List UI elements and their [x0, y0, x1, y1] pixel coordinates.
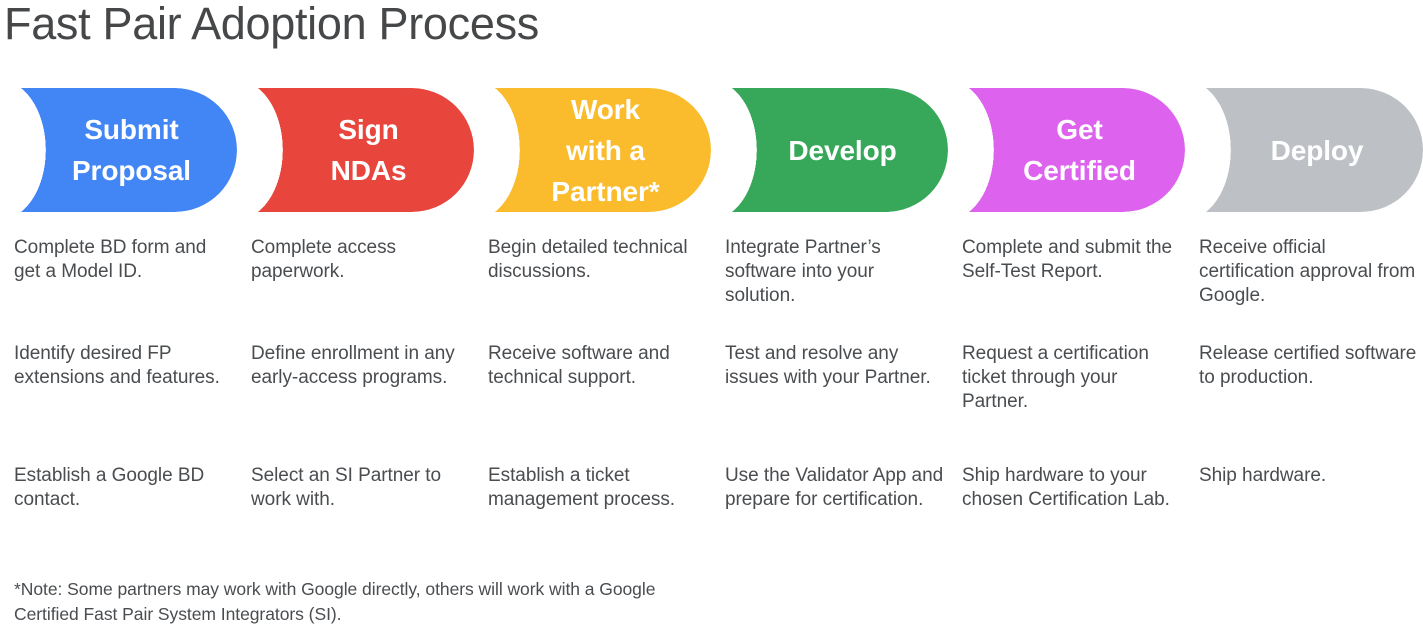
- page-title: Fast Pair Adoption Process: [4, 0, 539, 49]
- process-stage-label: Deploy: [1270, 134, 1364, 166]
- stage-detail-item: Complete access paperwork.: [251, 237, 396, 282]
- stage-detail-item: Use the Validator App and prepare for ce…: [725, 465, 944, 510]
- stage-detail-item: Complete and submit the Self-Test Report…: [962, 237, 1173, 282]
- process-stage-label: Develop: [788, 134, 897, 166]
- stage-detail-item: Select an SI Partner to work with.: [251, 465, 442, 510]
- stage-details-columns: Complete BD form and get a Model ID. Ide…: [0, 236, 1423, 556]
- stage-detail-item: Define enrollment in any early-access pr…: [251, 343, 455, 388]
- stage-detail-item: Ship hardware to your chosen Certificati…: [962, 465, 1170, 510]
- stage-detail-item: Test and resolve any issues with your Pa…: [725, 343, 931, 388]
- chevron-shape-sign-ndas: [237, 88, 474, 212]
- stage-detail-item: Receive official certification approval …: [1199, 237, 1416, 306]
- chevron-shape-work-with-a-partner: [474, 88, 711, 212]
- stage-detail-item: Integrate Partner’s software into your s…: [725, 237, 881, 306]
- stage-detail-item: Begin detailed technical discussions.: [488, 237, 688, 282]
- process-stage-sign-ndas[interactable]: Sign NDAs: [237, 88, 474, 212]
- stage-detail-item: Establish a Google BD contact.: [14, 465, 205, 510]
- chevron-shape-get-certified: [948, 88, 1185, 212]
- chevron-shape-submit-proposal: [0, 88, 237, 212]
- process-stage-label: Sign NDAs: [330, 114, 407, 186]
- footnote-note: *Note: Some partners may work with Googl…: [14, 579, 656, 624]
- stage-detail-item: Ship hardware.: [1199, 465, 1327, 486]
- process-stage-label: Submit Proposal: [71, 114, 191, 186]
- process-stage-deploy[interactable]: Deploy: [1185, 88, 1423, 212]
- process-stage-label: Work with a Partner*: [551, 93, 660, 207]
- stage-detail-item: Identify desired FP extensions and featu…: [14, 343, 220, 388]
- process-stage-work-with-a-partner[interactable]: Work with a Partner*: [474, 88, 711, 212]
- chevron-shape-deploy: [1185, 88, 1423, 212]
- stage-detail-item: Complete BD form and get a Model ID.: [14, 237, 207, 282]
- process-stage-submit-proposal[interactable]: Submit Proposal: [0, 88, 237, 212]
- stage-detail-item: Release certified software to production…: [1199, 343, 1417, 388]
- chevron-shape-develop: [711, 88, 948, 212]
- stage-detail-item: Request a certification ticket through y…: [962, 343, 1149, 412]
- process-stage-label: Get Certified: [1023, 114, 1136, 186]
- process-stage-develop[interactable]: Develop: [711, 88, 948, 212]
- stage-detail-item: Establish a ticket management process.: [488, 465, 676, 510]
- stage-detail-item: Receive software and technical support.: [488, 343, 670, 388]
- process-stage-get-certified[interactable]: Get Certified: [948, 88, 1185, 212]
- process-stage-band: Submit Proposal Sign NDAs Work with a Pa…: [0, 88, 1423, 212]
